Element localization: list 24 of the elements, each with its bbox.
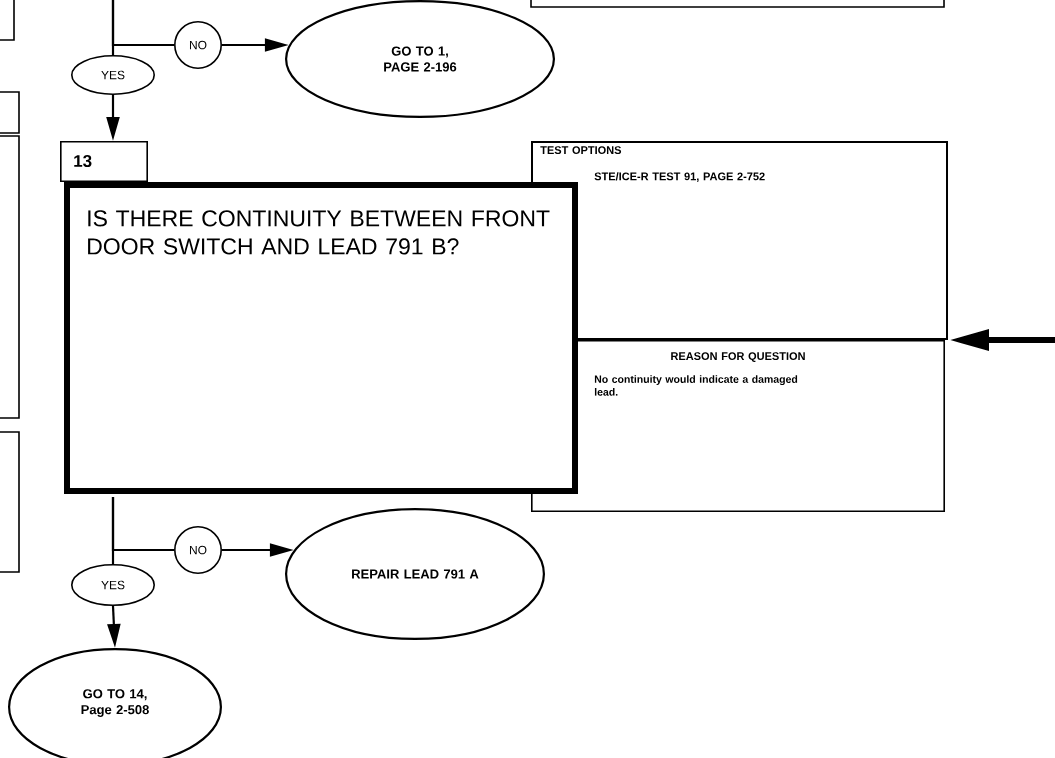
connector-line [111, 497, 115, 564]
branch-label: NO [190, 40, 207, 50]
connector-line [111, 0, 115, 55]
no-circle [174, 526, 222, 574]
body-text: No continuity would indicate a damaged lead. [594, 375, 798, 396]
section-heading: TEST OPTIONS [540, 146, 622, 154]
step-number: 13 [74, 154, 92, 168]
reason-box [531, 340, 945, 512]
branch-label: YES [101, 70, 125, 80]
no-circle [174, 21, 222, 69]
yes-oval [71, 55, 155, 95]
terminal-ellipse [285, 0, 555, 118]
question-text: IS THERE CONTINUITY BETWEEN FRONT DOOR SWITCH AND LEAD 791 B? [88, 210, 550, 255]
yes-oval [71, 564, 155, 606]
section-heading: REASON FOR QUESTION [671, 352, 805, 363]
terminal-text: REPAIR LEAD 791 A [352, 569, 479, 579]
branch-label: YES [101, 580, 125, 590]
terminal-text: GO TO 14, Page 2-508 [81, 689, 149, 717]
terminal-text: GO TO 1, PAGE 2-196 [384, 46, 457, 72]
body-text: STE/ICE-R TEST 91, PAGE 2-752 [594, 172, 765, 182]
terminal-ellipse [285, 508, 545, 640]
branch-label: NO [190, 545, 207, 555]
step-number-box [60, 141, 148, 182]
question-box [64, 182, 578, 494]
